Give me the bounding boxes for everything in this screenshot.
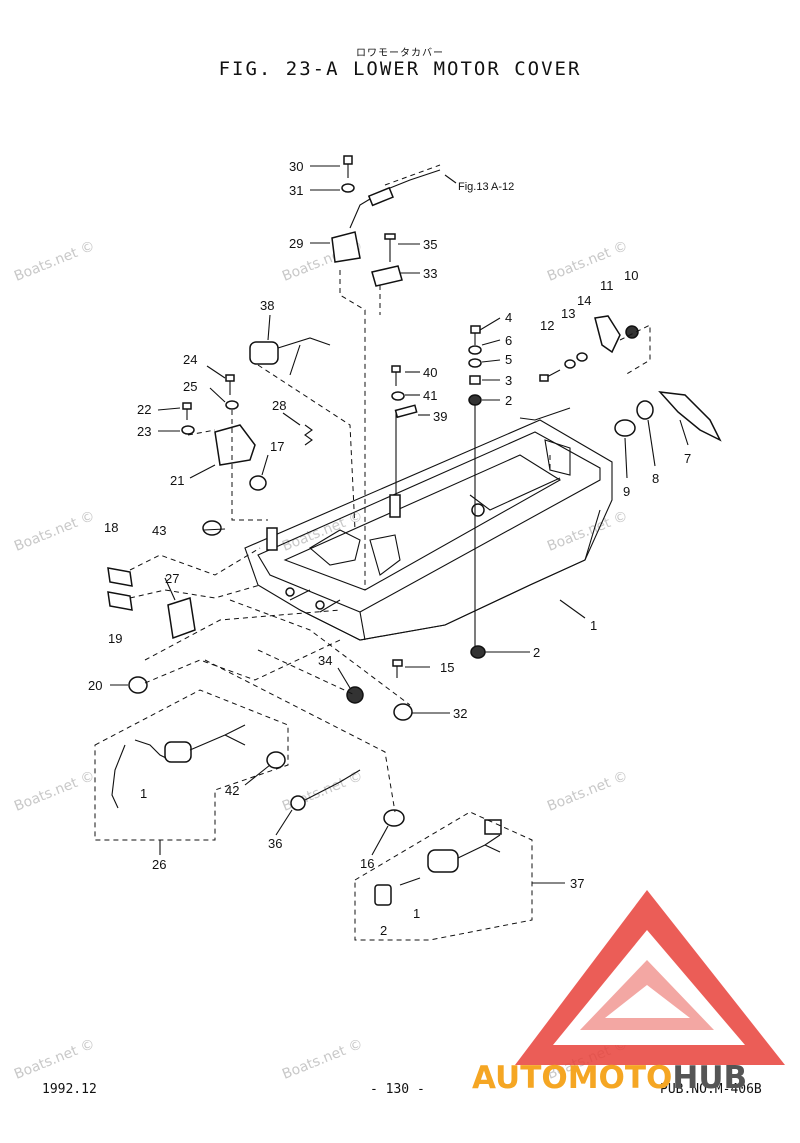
callout-36: 36	[268, 836, 282, 851]
callout-38: 38	[260, 298, 274, 313]
callout-34: 34	[318, 653, 332, 668]
automotohub-logo: AUTOMOTOHUB	[472, 1060, 747, 1096]
callout-26: 26	[152, 857, 166, 872]
callout-41: 41	[423, 388, 437, 403]
callout-42: 42	[225, 783, 239, 798]
japanese-title: ロワモータカバー	[356, 48, 444, 59]
footer-page-number: - 130 -	[370, 1082, 425, 1097]
callout-14: 14	[577, 293, 591, 308]
callout-31: 31	[289, 183, 303, 198]
callout-28: 28	[272, 398, 286, 413]
callout-12: 12	[540, 318, 554, 333]
callout-2: 2	[380, 923, 387, 938]
callout-2: 2	[505, 393, 512, 408]
callout-5: 5	[505, 352, 512, 367]
callout-8: 8	[652, 471, 659, 486]
callout-6: 6	[505, 333, 512, 348]
callout-17: 17	[270, 439, 284, 454]
callout-39: 39	[433, 409, 447, 424]
logo-text-hub: HUB	[672, 1060, 748, 1096]
callout-4: 4	[505, 310, 512, 325]
callout-32: 32	[453, 706, 467, 721]
callout-27: 27	[165, 571, 179, 586]
callout-16: 16	[360, 856, 374, 871]
callout-19: 19	[108, 631, 122, 646]
callout-2: 2	[533, 645, 540, 660]
callout-3: 3	[505, 373, 512, 388]
callout-25: 25	[183, 379, 197, 394]
callout-7: 7	[684, 451, 691, 466]
callout-labels: 30 31 29 35 33 38 24 25 22 23 21 28 17 4…	[88, 159, 691, 938]
callout-30: 30	[289, 159, 303, 174]
callout-24: 24	[183, 352, 197, 367]
callout-40: 40	[423, 365, 437, 380]
callout-43: 43	[152, 523, 166, 538]
automotohub-logo-mark	[515, 890, 785, 1065]
logo-text-automoto: AUTOMOTO	[472, 1060, 673, 1096]
lower-motor-cover-part	[244, 407, 613, 641]
callout-23: 23	[137, 424, 151, 439]
callout-13: 13	[561, 306, 575, 321]
callout-20: 20	[88, 678, 102, 693]
small-parts	[107, 155, 722, 906]
callout-10: 10	[624, 268, 638, 283]
callout-29: 29	[289, 236, 303, 251]
callout-37: 37	[570, 876, 584, 891]
callout-1: 1	[590, 618, 597, 633]
reference-note: Fig.13 A-12	[458, 181, 514, 193]
callout-22: 22	[137, 402, 151, 417]
callout-11: 11	[600, 278, 614, 293]
leader-lines	[94, 165, 689, 941]
callout-9: 9	[623, 484, 630, 499]
callout-21: 21	[170, 473, 184, 488]
callout-33: 33	[423, 266, 437, 281]
footer-date: 1992.12	[42, 1082, 97, 1097]
callout-1: 1	[140, 786, 147, 801]
callout-35: 35	[423, 237, 437, 252]
footer-publication-number: PUB.NO.M-406B	[660, 1082, 762, 1097]
figure-title: FIG. 23-A LOWER MOTOR COVER	[218, 58, 582, 80]
callout-1: 1	[413, 906, 420, 921]
callout-18: 18	[104, 520, 118, 535]
callout-15: 15	[440, 660, 454, 675]
